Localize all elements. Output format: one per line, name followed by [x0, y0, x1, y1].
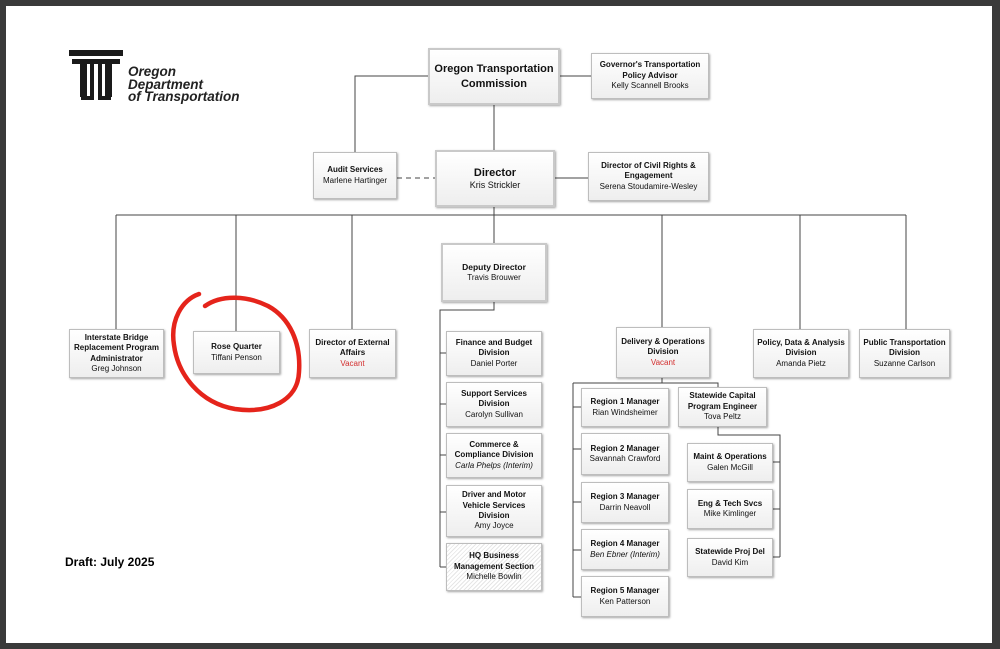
- civil-rights-title: Director of Civil Rights & Engagement: [601, 160, 696, 181]
- external-affairs-title: Director of External Affairs: [315, 337, 390, 358]
- deputy-director-title: Deputy Director: [462, 261, 526, 272]
- region-1-title: Region 1 Manager: [590, 397, 660, 407]
- support-services-box: Support Services Division Carolyn Sulliv…: [446, 382, 542, 427]
- governor-advisor-title: Governor's Transportation Policy Advisor: [599, 60, 701, 80]
- maint-operations-box: Maint & Operations Galen McGill: [687, 443, 773, 482]
- finance-budget-title: Finance and Budget Division: [455, 337, 533, 358]
- deputy-director-box: Deputy Director Travis Brouwer: [441, 243, 547, 302]
- region-1-box: Region 1 Manager Rian Windsheimer: [581, 388, 669, 427]
- connector-line: [440, 352, 446, 568]
- region-4-box: Region 4 Manager Ben Ebner (Interim): [581, 529, 669, 570]
- logo-wordmark: Oregon Department of Transportation: [128, 64, 240, 104]
- connector-line: [115, 215, 907, 331]
- public-transportation-name: Suzanne Carlson: [873, 358, 936, 368]
- region-5-box: Region 5 Manager Ken Patterson: [581, 576, 669, 617]
- delivery-operations-name: Vacant: [650, 357, 676, 367]
- region-2-box: Region 2 Manager Savannah Crawford: [581, 433, 669, 475]
- proj-del-box: Statewide Proj Del David Kim: [687, 538, 773, 577]
- eng-tech-box: Eng & Tech Svcs Mike Kimlinger: [687, 489, 773, 529]
- region-4-name: Ben Ebner (Interim): [590, 549, 660, 559]
- logo-line-3: of Transportation: [128, 89, 240, 104]
- support-services-name: Carolyn Sullivan: [465, 409, 523, 419]
- connector-line: [573, 382, 719, 387]
- external-affairs-box: Director of External Affairs Vacant: [309, 329, 396, 378]
- proj-del-title: Statewide Proj Del: [695, 547, 765, 557]
- odot-logo-icon: [69, 50, 123, 100]
- public-transportation-title: Public Transportation Division: [863, 337, 946, 358]
- hq-business-title: HQ Business Management Section: [453, 551, 534, 571]
- eng-tech-name: Mike Kimlinger: [703, 509, 757, 518]
- capital-program-box: Statewide Capital Program Engineer Tova …: [678, 387, 767, 427]
- audit-services-name: Marlene Hartinger: [322, 175, 388, 185]
- audit-services-box: Audit Services Marlene Hartinger: [313, 152, 397, 199]
- region-3-name: Darrin Neavoll: [599, 502, 651, 512]
- delivery-operations-box: Delivery & Operations Division Vacant: [616, 327, 710, 378]
- deputy-director-name: Travis Brouwer: [467, 272, 521, 282]
- hq-business-name: Michelle Bowlin: [466, 572, 522, 582]
- maint-operations-name: Galen McGill: [707, 462, 753, 472]
- hq-business-box: HQ Business Management Section Michelle …: [446, 543, 542, 591]
- region-2-title: Region 2 Manager: [590, 443, 660, 453]
- civil-rights-name: Serena Stoudamire-Wesley: [599, 181, 698, 191]
- commerce-compliance-title: Commerce & Compliance Division: [454, 439, 534, 460]
- region-2-name: Savannah Crawford: [589, 454, 661, 463]
- region-5-title: Region 5 Manager: [590, 586, 660, 596]
- region-1-name: Rian Windsheimer: [592, 407, 658, 417]
- connector-line: [717, 427, 781, 558]
- policy-data-name: Amanda Pietz: [776, 358, 826, 368]
- director-box: Director Kris Strickler: [435, 150, 555, 207]
- proj-del-name: David Kim: [711, 557, 749, 567]
- connector-line: [572, 383, 581, 598]
- rose-quarter-name: Tiffani Penson: [211, 352, 262, 362]
- civil-rights-box: Director of Civil Rights & Engagement Se…: [588, 152, 709, 201]
- dmv-division-title: Driver and Motor Vehicle Services Divisi…: [461, 490, 526, 520]
- commerce-compliance-box: Commerce & Compliance Division Carla Phe…: [446, 433, 542, 478]
- finance-budget-name: Daniel Porter: [470, 358, 518, 368]
- eng-tech-title: Eng & Tech Svcs: [697, 498, 763, 508]
- governor-advisor-box: Governor's Transportation Policy Advisor…: [591, 53, 709, 99]
- commission-box: Oregon Transportation Commission: [428, 48, 560, 105]
- policy-data-box: Policy, Data & Analysis Division Amanda …: [753, 329, 849, 378]
- support-services-title: Support Services Division: [461, 388, 527, 409]
- connector-line: [439, 302, 495, 567]
- commerce-compliance-name: Carla Phelps (Interim): [455, 460, 533, 470]
- region-4-title: Region 4 Manager: [590, 539, 660, 549]
- interstate-bridge-title: Interstate Bridge Replacement Program Ad…: [74, 332, 159, 363]
- logo-line-1: Oregon: [128, 64, 177, 79]
- capital-program-title: Statewide Capital Program Engineer: [687, 391, 758, 411]
- governor-advisor-name: Kelly Scannell Brooks: [611, 81, 689, 91]
- dmv-division-name: Amy Joyce: [474, 521, 514, 531]
- public-transportation-box: Public Transportation Division Suzanne C…: [859, 329, 950, 378]
- director-name: Kris Strickler: [469, 179, 521, 190]
- dmv-division-box: Driver and Motor Vehicle Services Divisi…: [446, 485, 542, 537]
- region-3-box: Region 3 Manager Darrin Neavoll: [581, 482, 669, 523]
- interstate-bridge-box: Interstate Bridge Replacement Program Ad…: [69, 329, 164, 378]
- director-title: Director: [473, 166, 517, 179]
- rose-quarter-title: Rose Quarter: [211, 342, 262, 352]
- interstate-bridge-name: Greg Johnson: [91, 363, 142, 373]
- logo-line-2: Department: [128, 76, 204, 92]
- finance-budget-box: Finance and Budget Division Daniel Porte…: [446, 331, 542, 376]
- policy-data-title: Policy, Data & Analysis Division: [757, 337, 845, 358]
- external-affairs-name: Vacant: [340, 358, 365, 368]
- commission-title: Oregon Transportation Commission: [434, 63, 554, 90]
- delivery-operations-title: Delivery & Operations Division: [621, 336, 705, 357]
- capital-program-name: Tova Peltz: [704, 412, 741, 422]
- connector-line: [354, 75, 428, 152]
- rose-quarter-box: Rose Quarter Tiffani Penson: [193, 331, 280, 374]
- region-3-title: Region 3 Manager: [590, 492, 660, 502]
- maint-operations-title: Maint & Operations: [693, 452, 767, 462]
- draft-label: Draft: July 2025: [65, 555, 155, 569]
- region-5-name: Ken Patterson: [599, 596, 651, 606]
- audit-services-title: Audit Services: [327, 165, 383, 175]
